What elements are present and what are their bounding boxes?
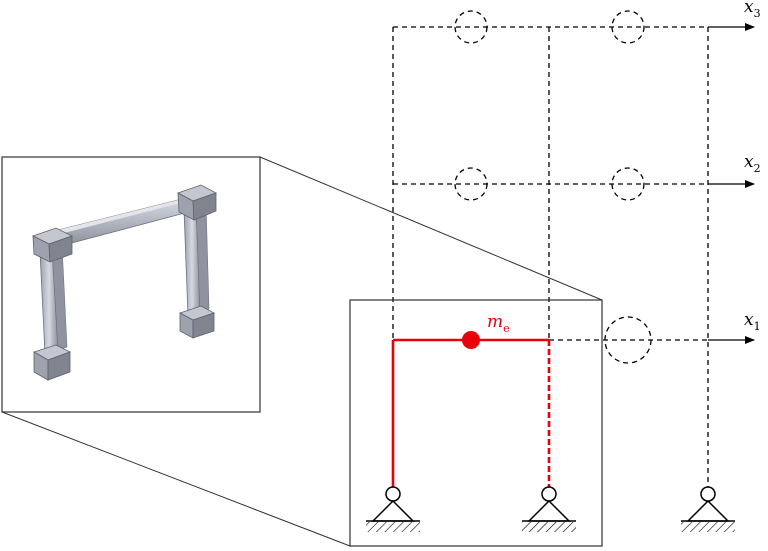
displacement-arrows [708,23,755,344]
label-x1: x1 [744,310,761,333]
support-right [681,486,735,532]
support-left [366,486,420,532]
frame-3d-model [31,184,217,381]
first-storey-frame [391,338,551,487]
dashed-frame [392,10,709,487]
label-x3: x3 [744,0,761,20]
mass-floor3-left [454,10,488,44]
label-mass: me [487,312,510,335]
support-middle [522,486,576,532]
mass-floor2-right [611,167,645,201]
zoom-box [349,299,603,547]
connector-top [259,156,603,301]
mass-floor1-right [604,316,652,364]
mass-floor2-left [454,167,488,201]
mass-floor3-right [611,10,645,44]
mass-me [462,331,480,349]
connector-bottom [1,411,351,547]
label-x2: x2 [744,152,761,175]
